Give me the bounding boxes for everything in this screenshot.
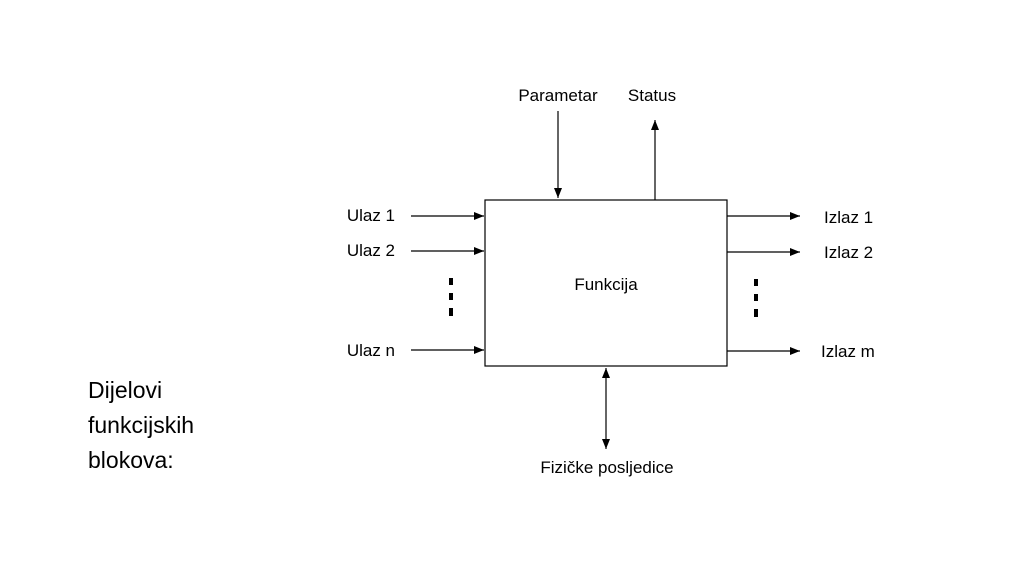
input-n-label: Ulaz n [347, 341, 395, 360]
status-label: Status [628, 86, 676, 105]
output-1-label: Izlaz 1 [824, 208, 873, 227]
function-block-label: Funkcija [574, 275, 638, 294]
output-m-label: Izlaz m [821, 342, 875, 361]
function-block [484, 199, 728, 367]
input-1-label: Ulaz 1 [347, 206, 395, 225]
parameter-label: Parametar [518, 86, 598, 105]
caption-line-3: blokova: [88, 447, 174, 473]
caption-line-2: funkcijskih [88, 412, 195, 438]
caption-line-1: Dijelovi [88, 377, 163, 403]
slide-caption: Dijelovi funkcijskih blokova: [88, 373, 308, 478]
output-ellipsis [754, 279, 758, 317]
physical-effects-label: Fizičke posljedice [540, 458, 673, 477]
input-2-label: Ulaz 2 [347, 241, 395, 260]
output-2-label: Izlaz 2 [824, 243, 873, 262]
input-ellipsis [449, 278, 453, 316]
